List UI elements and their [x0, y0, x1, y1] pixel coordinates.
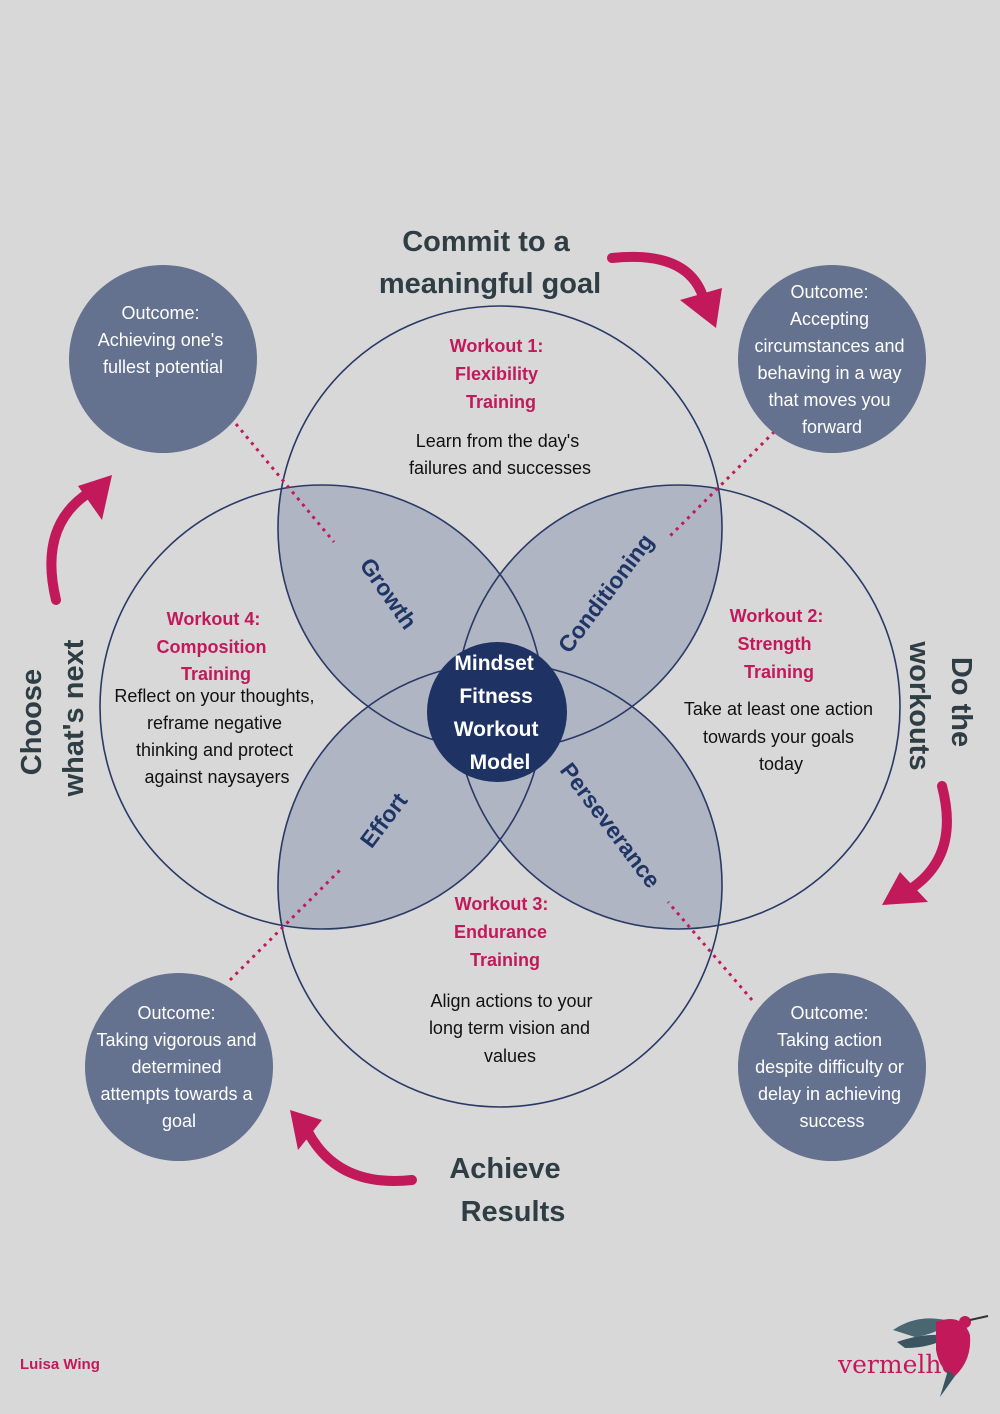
svg-text:Align actions to your long: Align actions to your long term vision a…: [429, 991, 598, 1066]
arrow-left-curve: [46, 487, 95, 605]
connector-top-left: [234, 423, 336, 543]
svg-text:Workout 2: Strength Tr: Workout 2: Strength Training: [730, 606, 829, 682]
svg-text:Outcome: Accepting cir: Outcome: Accepting circumstances and beh…: [754, 282, 909, 437]
outcome-bottom-right-line: delay in achieving: [758, 1084, 901, 1104]
brand-wordmark: vermelho: [837, 1350, 957, 1379]
workout-3-label: Workout 3:: [455, 894, 549, 914]
svg-text:Learn from the day's failu: Learn from the day's failures and succes…: [409, 431, 591, 478]
svg-text:Achieve Results: Achieve Results: [449, 1153, 568, 1228]
center-title-line: Model: [470, 751, 531, 774]
outcome-bottom-right-line: despite difficulty or: [755, 1057, 904, 1077]
svg-text:Outcome: Taking action: Outcome: Taking action despite difficult…: [755, 1003, 909, 1131]
outcome-bottom-left-line: determined: [131, 1057, 221, 1077]
author-name: Luisa Wing: [20, 1356, 100, 1373]
workout-2-label: Workout 2:: [730, 606, 824, 626]
workout-3-name: Endurance: [454, 922, 547, 942]
svg-text:Reflect on your thoughts,: Reflect on your thoughts, reframe negati…: [114, 686, 319, 787]
arrow-bottom-head: [290, 1110, 322, 1150]
outcome-top-right-line: Accepting: [790, 309, 869, 329]
outcome-top-left-line: Achieving one's: [98, 330, 224, 350]
svg-text:Outcome: Achieving one's: Outcome: Achieving one's fullest potenti…: [98, 303, 229, 377]
workout-4-desc-line: reframe negative: [147, 713, 282, 733]
workout-4-type: Training: [181, 664, 251, 684]
workout-1-desc-line: failures and successes: [409, 458, 591, 478]
workout-3-desc-line: long term vision and: [429, 1018, 590, 1038]
step-right-line-2: workouts: [903, 641, 935, 771]
outcome-circle-top-right: [738, 265, 926, 453]
workout-4-name: Composition: [156, 637, 266, 657]
workout-1-label: Workout 1:: [450, 336, 544, 356]
workout-2-name: Strength: [737, 634, 811, 654]
connector-top-right: [668, 424, 782, 538]
outcome-bottom-right-line: Outcome:: [790, 1003, 868, 1023]
workout-4-label: Workout 4:: [167, 609, 261, 629]
workout-2-type: Training: [744, 662, 814, 682]
step-left-line-2: what's next: [58, 639, 90, 797]
outcome-bottom-right-line: Taking action: [777, 1030, 882, 1050]
outcome-circle-top-left: [69, 265, 257, 453]
center-title-line: Fitness: [459, 685, 533, 708]
center-title-line: Mindset: [454, 652, 533, 675]
workout-2-desc-line: Take at least one action: [684, 699, 873, 719]
outcome-circle-bottom-right: [738, 973, 926, 1161]
outcome-top-left-line: fullest potential: [103, 357, 223, 377]
outcome-bottom-left-line: Taking vigorous and: [96, 1030, 256, 1050]
outcome-top-right-line: forward: [802, 417, 862, 437]
step-bottom-line-2: Results: [461, 1196, 566, 1228]
step-left-line-1: Choose: [16, 669, 48, 775]
outcome-circle-bottom-left: [85, 973, 273, 1161]
outcome-top-right-line: behaving in a way: [757, 363, 901, 383]
workout-3-type: Training: [470, 950, 540, 970]
svg-text:Take at least one action t: Take at least one action towards your go…: [684, 699, 878, 774]
workout-4-desc-line: Reflect on your thoughts,: [114, 686, 314, 706]
hummingbird-logo-icon: [893, 1315, 989, 1397]
arrow-right-head: [882, 872, 928, 905]
svg-text:Commit to a meaningful goa: Commit to a meaningful goal: [379, 226, 601, 300]
outcome-top-right-line: Outcome:: [790, 282, 868, 302]
svg-text:Workout 4: Composition: Workout 4: Composition Training: [156, 609, 271, 684]
outcome-top-right-line: circumstances and: [754, 336, 904, 356]
center-title-line: Workout: [454, 718, 539, 741]
outcome-top-right-line: that moves you: [768, 390, 890, 410]
step-bottom-line-1: Achieve: [449, 1153, 560, 1185]
workout-4-desc-line: thinking and protect: [136, 740, 293, 760]
connector-bottom-right: [666, 901, 754, 1001]
workout-4-desc-line: against naysayers: [144, 767, 289, 787]
svg-text:Workout 1: Flexibility: Workout 1: Flexibility Training: [450, 336, 549, 412]
workout-2-desc-line: today: [759, 754, 803, 774]
outcome-bottom-left-line: Outcome:: [137, 1003, 215, 1023]
workout-1-type: Training: [466, 392, 536, 412]
workout-3-desc-line: Align actions to your: [430, 991, 592, 1011]
arrow-left-head: [78, 475, 112, 520]
step-right-line-1: Do the: [945, 657, 977, 747]
workout-2-desc-line: towards your goals: [703, 727, 854, 747]
step-top-line-2: meaningful goal: [379, 268, 601, 300]
workout-1-name: Flexibility: [455, 364, 538, 384]
svg-text:Do the workouts: Do the workouts: [903, 641, 977, 771]
outcome-bottom-left-line: goal: [162, 1111, 196, 1131]
svg-text:Choose what's next: Choose what's next: [16, 639, 90, 797]
step-top-line-1: Commit to a: [402, 226, 570, 258]
svg-text:Workout 3: Endurance T: Workout 3: Endurance Training: [454, 894, 553, 970]
arrow-right-curve: [907, 781, 952, 893]
outcome-bottom-right-line: success: [799, 1111, 864, 1131]
center-circle: [427, 642, 567, 782]
workout-1-desc-line: Learn from the day's: [416, 431, 580, 451]
arrow-top-curve: [607, 252, 709, 305]
arrow-top-head: [680, 288, 722, 328]
workout-3-desc-line: values: [484, 1046, 536, 1066]
arrow-bottom-curve: [303, 1127, 417, 1186]
svg-text:Outcome: Taking vigorous a: Outcome: Taking vigorous and determined …: [96, 1003, 261, 1131]
svg-text:Mindset Fitness Workou: Mindset Fitness Workout Model: [454, 652, 545, 774]
connector-bottom-left: [228, 868, 342, 982]
outcome-top-left-line: Outcome:: [121, 303, 199, 323]
outcome-bottom-left-line: attempts towards a: [100, 1084, 253, 1104]
